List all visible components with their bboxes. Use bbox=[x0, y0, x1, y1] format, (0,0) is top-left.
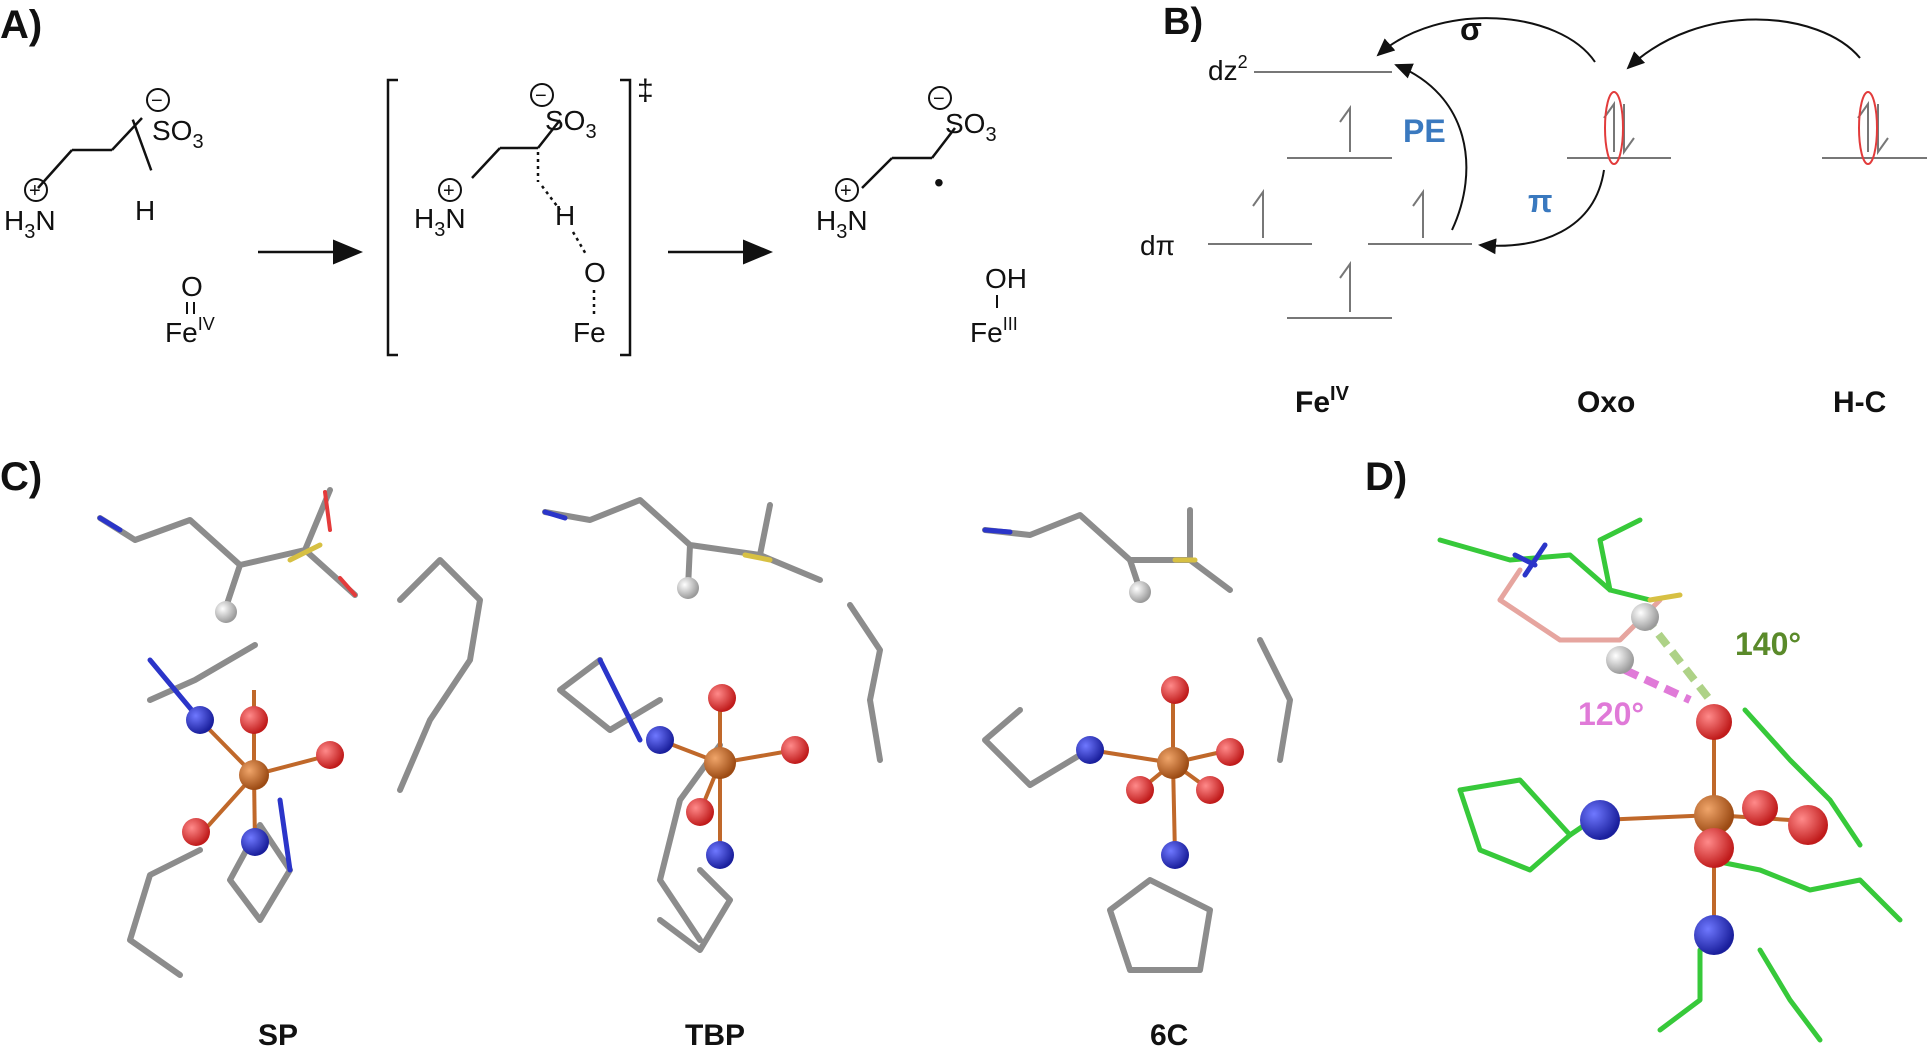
minus-charge bbox=[146, 88, 170, 112]
label-6c: 6C bbox=[1150, 1019, 1188, 1050]
label-sp: SP bbox=[258, 1019, 298, 1050]
svg-text:SO3: SO3 bbox=[152, 115, 204, 153]
svg-text:+: + bbox=[840, 180, 852, 202]
svg-text:FeIV: FeIV bbox=[165, 314, 215, 348]
panel-b: B) dz2 dπ σ PE bbox=[1140, 1, 1927, 419]
panel-c-label: C) bbox=[0, 455, 42, 499]
svg-text:H3N: H3N bbox=[414, 203, 466, 241]
ts-o: O bbox=[584, 257, 606, 288]
angle-line-green bbox=[1641, 614, 1714, 703]
panel-a-label: A) bbox=[0, 3, 42, 47]
svg-text:+: + bbox=[29, 180, 41, 202]
svg-text:H3N: H3N bbox=[4, 205, 56, 243]
arrow-sigma bbox=[1376, 17, 1596, 63]
panel-d: D) bbox=[1365, 455, 1903, 1043]
panel-a: A) − SO3 + H3N H O FeIV ‡ bbox=[0, 3, 1027, 357]
svg-text:−: − bbox=[535, 85, 547, 107]
ts-h: H bbox=[555, 200, 575, 231]
angle-line-pink bbox=[1623, 666, 1692, 704]
reactant-h: H bbox=[135, 195, 155, 226]
structure-tbp: TBP bbox=[542, 497, 883, 1052]
svg-text:−: − bbox=[933, 88, 945, 110]
pe-label: PE bbox=[1403, 113, 1446, 149]
electrons-oxo bbox=[1603, 100, 1889, 156]
arrow-pe bbox=[1394, 63, 1468, 231]
panel-c: C) bbox=[0, 455, 1293, 1052]
svg-text:FeIII: FeIII bbox=[970, 314, 1018, 348]
svg-text:dz2: dz2 bbox=[1208, 52, 1248, 86]
sigma-label: σ bbox=[1460, 11, 1482, 47]
svg-text:SO3: SO3 bbox=[945, 108, 997, 146]
svg-text:H3N: H3N bbox=[816, 205, 868, 243]
svg-text:−: − bbox=[151, 90, 163, 112]
transition-state: ‡ − SO3 + H3N H O Fe bbox=[386, 74, 654, 357]
ts-fe: Fe bbox=[573, 317, 606, 348]
svg-text:SO3: SO3 bbox=[545, 105, 597, 143]
dpi-label: dπ bbox=[1140, 230, 1175, 261]
highlight-hc-electron bbox=[1858, 91, 1878, 165]
svg-text:FeIV: FeIV bbox=[1295, 383, 1350, 419]
ts-dagger: ‡ bbox=[637, 74, 654, 107]
highlight-oxo-electron bbox=[1604, 91, 1624, 165]
arrow-pi bbox=[1478, 169, 1605, 255]
arrow-hc-oxo bbox=[1626, 18, 1861, 70]
reactant-oxo: O bbox=[181, 271, 203, 302]
col-hc: H-C bbox=[1833, 386, 1886, 419]
panel-b-label: B) bbox=[1163, 1, 1203, 43]
plus-charge bbox=[24, 178, 48, 202]
structure-6c: 6C bbox=[982, 507, 1293, 1052]
reactant-structure: − SO3 + H3N H O FeIV bbox=[4, 88, 215, 348]
product-oh: OH bbox=[985, 263, 1027, 294]
panel-d-label: D) bbox=[1365, 455, 1407, 499]
label-tbp: TBP bbox=[685, 1019, 745, 1050]
svg-text:+: + bbox=[443, 180, 455, 202]
electrons-fe bbox=[1252, 104, 1424, 312]
product-radical: • bbox=[934, 167, 944, 198]
angle-green-label: 140° bbox=[1735, 626, 1801, 662]
pi-label: π bbox=[1528, 183, 1553, 219]
angle-pink-label: 120° bbox=[1578, 696, 1644, 732]
structure-sp: SP bbox=[97, 487, 483, 1052]
col-oxo: Oxo bbox=[1577, 386, 1635, 419]
product-structure: − SO3 + H3N • OH FeIII bbox=[816, 86, 1027, 348]
